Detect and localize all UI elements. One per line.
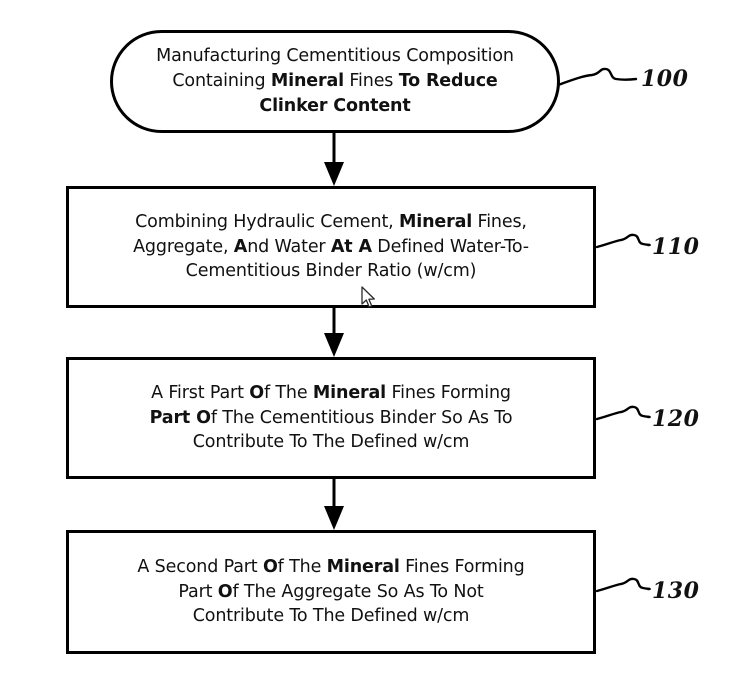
- flowchart-node-110-label: Combining Hydraulic Cement, Mineral Fine…: [133, 211, 529, 282]
- leader-line-110: [595, 233, 651, 249]
- leader-line-100: [556, 67, 638, 87]
- leader-line-130: [595, 577, 651, 593]
- flowchart-node-130: A Second Part Of The Mineral Fines Formi…: [66, 530, 596, 654]
- arrow-120-to-130: [324, 479, 344, 530]
- mouse-cursor-arrow-icon: [361, 286, 375, 308]
- reference-numeral-130: 130: [652, 578, 700, 604]
- reference-numeral-120: 120: [652, 406, 700, 432]
- leader-line-120: [595, 405, 651, 421]
- flowchart-node-120: A First Part Of The Mineral Fines Formin…: [66, 357, 596, 479]
- flowchart-node-110: Combining Hydraulic Cement, Mineral Fine…: [66, 186, 596, 308]
- arrow-100-to-110: [324, 133, 344, 186]
- reference-numeral-110: 110: [652, 234, 700, 260]
- reference-numeral-100: 100: [641, 66, 689, 92]
- flowchart-node-130-label: A Second Part Of The Mineral Fines Formi…: [137, 556, 525, 627]
- arrow-110-to-120: [324, 308, 344, 357]
- flowchart-node-120-label: A First Part Of The Mineral Fines Formin…: [149, 382, 513, 453]
